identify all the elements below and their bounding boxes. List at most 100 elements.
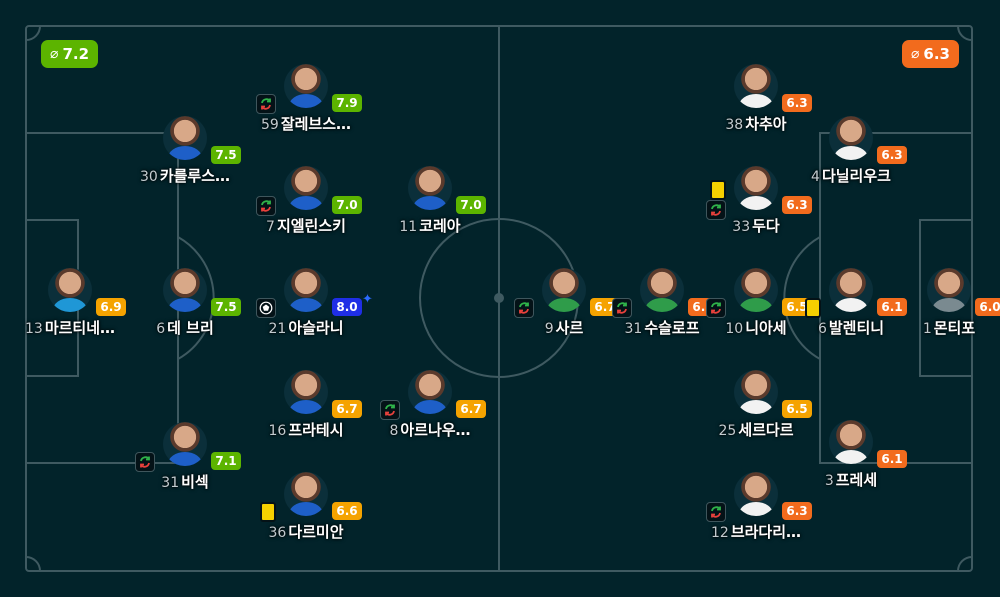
player-photo: [284, 64, 328, 108]
star-icon: ✦: [362, 292, 373, 307]
yellow-card-icon: [805, 298, 821, 318]
player-name: 비섹: [181, 473, 209, 491]
player-rating-badge: 6.5: [782, 298, 812, 316]
player-rating-badge: 6.3: [877, 146, 907, 164]
player-photo: [284, 268, 328, 312]
player-number: 6: [817, 321, 827, 337]
player-photo: [734, 268, 778, 312]
player-photo: [284, 472, 328, 516]
player-photo: [734, 64, 778, 108]
player-name: 다닐리우크: [821, 167, 891, 185]
player-photo: [408, 166, 452, 210]
player-rating-badge: 6.3: [782, 502, 812, 520]
player-number: 21: [268, 321, 287, 337]
player-photo: [284, 370, 328, 414]
player-number: 38: [725, 117, 744, 133]
player-photo: [542, 268, 586, 312]
player-photo: [734, 370, 778, 414]
player-number: 8: [389, 423, 399, 439]
yellow-card-icon: [710, 180, 726, 200]
substitution-icon: [706, 200, 726, 220]
player-photo: [48, 268, 92, 312]
player-name: 다르미안: [288, 523, 344, 541]
corner-arc: [957, 25, 973, 41]
player-photo: [640, 268, 684, 312]
player-number: 30: [139, 169, 158, 185]
home-average-rating-badge: ⌀ 7.2: [41, 40, 99, 68]
player-number: 3: [824, 473, 834, 489]
substitution-icon: [612, 298, 632, 318]
corner-arc: [25, 556, 41, 572]
player-number: 1: [922, 321, 932, 337]
player-name: 코레아: [419, 217, 461, 235]
player-name: 몬티포: [933, 319, 976, 337]
player-photo: [927, 268, 971, 312]
player-name: 아르나우…: [400, 421, 471, 439]
player-rating-badge: 7.5: [211, 298, 241, 316]
player-photo: [829, 420, 873, 464]
goal-ball-icon: [256, 298, 276, 318]
player-rating-badge: 6.3: [782, 94, 812, 112]
player-name: 수슬로프: [644, 319, 700, 337]
substitution-icon: [256, 94, 276, 114]
substitution-icon: [135, 452, 155, 472]
player-photo: [408, 370, 452, 414]
player-name: 두다: [752, 217, 780, 235]
player-number: 12: [710, 525, 729, 541]
player-number: 16: [268, 423, 287, 439]
player-photo: [284, 166, 328, 210]
player-number: 31: [624, 321, 643, 337]
player-rating-badge: 7.1: [211, 452, 241, 470]
player-number: 31: [161, 475, 180, 491]
player-name: 발렌티니: [828, 319, 885, 337]
player-number: 59: [260, 117, 279, 133]
player-number: 6: [156, 321, 166, 337]
away-goal-area: [919, 219, 973, 377]
player-number: 4: [811, 169, 820, 185]
away-average-rating: 6.3: [923, 45, 950, 63]
away-average-rating-badge: ⌀ 6.3: [901, 40, 959, 68]
substitution-icon: [256, 196, 276, 216]
player-photo: [163, 116, 207, 160]
player-name: 지엘린스키: [276, 217, 346, 235]
player-number: 33: [732, 219, 751, 235]
player-name: 마르티네…: [44, 319, 116, 337]
centre-spot: [494, 293, 504, 303]
substitution-icon: [380, 400, 400, 420]
